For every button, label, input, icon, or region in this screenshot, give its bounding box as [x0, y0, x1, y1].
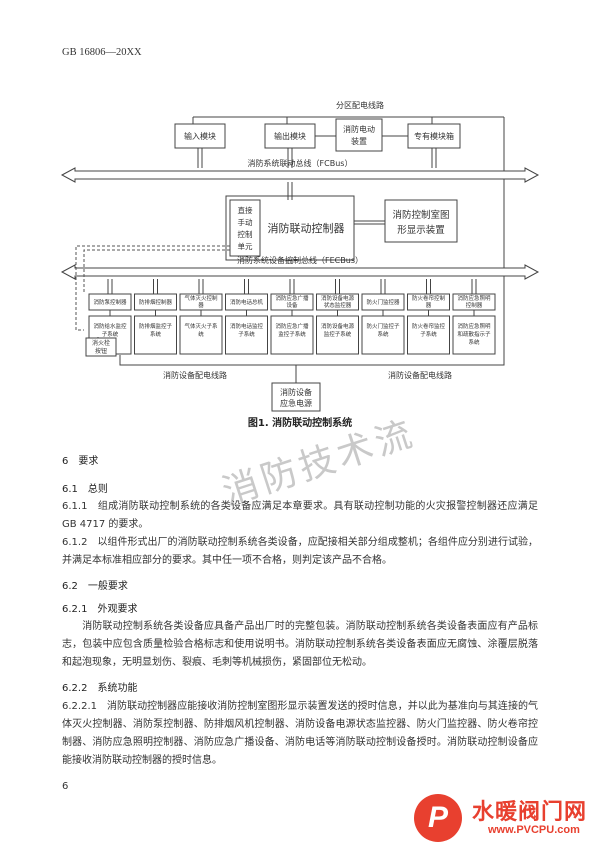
device-bottom-label: 防排烟监控子	[139, 322, 173, 330]
svg-text:控制: 控制	[238, 229, 253, 239]
device-bottom-label: 子系统	[102, 330, 119, 338]
section-heading-6: 6 要求	[62, 456, 99, 467]
section-heading-6-1: 6.1 总则	[62, 484, 108, 495]
device-bottom-label: 系统	[377, 330, 389, 338]
device-bottom-label: 系统	[150, 330, 162, 338]
svg-text:装置: 装置	[351, 136, 367, 146]
power-line-label-left: 消防设备配电线路	[163, 370, 227, 380]
device-top-label: 消防设备电源	[321, 294, 355, 302]
svg-text:直接: 直接	[238, 205, 253, 215]
section-heading-6-2-1: 6.2.1 外观要求	[62, 604, 138, 615]
device-bottom-label: 防火门监控子	[366, 322, 400, 330]
device-top-label: 防火卷帘控制	[412, 294, 446, 302]
svg-text:消防电动: 消防电动	[343, 124, 375, 134]
svg-text:手动: 手动	[238, 217, 253, 227]
svg-text:消防设备: 消防设备	[280, 387, 312, 397]
device-bottom-label: 统	[198, 330, 204, 338]
logo-url: www.PVCPU.com	[488, 824, 580, 836]
module-input: 输入模块	[174, 123, 226, 149]
device-top-label: 设备	[286, 301, 298, 309]
svg-text:输出模块: 输出模块	[274, 131, 306, 141]
svg-text:消防控制室图: 消防控制室图	[392, 209, 449, 221]
device-top-label: 消防泵控制器	[93, 298, 127, 306]
section-heading-6-2-2: 6.2.2 系统功能	[62, 683, 138, 694]
figure-caption: 图1. 消防联动控制系统	[247, 418, 353, 429]
device-columns: 消防泵控制器消防给水监控子系统防排烟控制器防排烟监控子系统气体灭火控制器气体灭火…	[88, 279, 496, 355]
svg-text:单元: 单元	[238, 241, 253, 251]
device-bottom-label: 消防给水监控	[93, 322, 127, 330]
svg-text:消火栓: 消火栓	[92, 339, 110, 347]
device-bottom-label: 消防电话监控	[230, 322, 264, 330]
device-bottom-label: 消防应急广播	[275, 322, 309, 330]
logo-mark-icon: P	[414, 794, 462, 842]
device-bottom-label: 子系统	[420, 330, 437, 338]
device-bottom-label: 系统	[468, 338, 480, 346]
device-top-label: 器	[198, 302, 204, 309]
device-top-label: 消防应急广播	[275, 294, 309, 302]
emergency-power-supply: 消防设备 应急电源	[271, 382, 321, 412]
para-6-2-2-1: 6.2.2.1 消防联动控制器应能接收消防控制室图形显示装置发送的授时信息，并以…	[62, 701, 538, 766]
power-line-label-right: 消防设备配电线路	[388, 370, 452, 380]
svg-text:形显示装置: 形显示装置	[397, 224, 445, 236]
fire-linkage-system-diagram: 分区配电线路 输入模块 输出模块 消防电动 装置 专有模块箱 消防系统联动总线（…	[60, 100, 540, 412]
device-bottom-label: 和疏散指示子	[457, 330, 491, 338]
device-top-label: 防火门监控器	[366, 298, 400, 306]
device-top-label: 消防电话总机	[230, 298, 264, 306]
device-top-label: 控制器	[466, 301, 483, 309]
device-bus: 消防系统设备控制总线（FECBus）	[60, 255, 540, 280]
device-bottom-label: 子系统	[238, 330, 255, 338]
device-top-label: 消防应急照明	[457, 294, 491, 302]
hydrant-button: 消火栓 按钮	[85, 337, 117, 357]
svg-text:应急电源: 应急电源	[280, 398, 312, 408]
device-bottom-label: 气体灭火子系	[184, 322, 218, 330]
device-top-label: 器	[426, 302, 432, 309]
device-top-label: 气体灭火控制	[184, 294, 218, 302]
top-bus-label: 分区配电线路	[336, 100, 384, 110]
svg-text:消防系统设备控制总线（FECBus）: 消防系统设备控制总线（FECBus）	[237, 255, 363, 265]
section-heading-6-2: 6.2 一般要求	[62, 581, 128, 592]
para-6-1-1: 6.1.1 组成消防联动控制系统的各类设备应满足本章要求。具有联动控制功能的火灾…	[62, 501, 538, 530]
device-bottom-label: 监控子系统	[324, 330, 352, 338]
svg-text:输入模块: 输入模块	[184, 131, 216, 141]
standard-number: GB 16806—20XX	[62, 47, 142, 58]
manual-control-unit: 直接 手动 控制 单元	[229, 199, 261, 257]
para-6-1-2: 6.1.2 以组件形式出厂的消防联动控制系统各类设备，应配接相关部分组成整机；各…	[62, 537, 538, 566]
device-top-label: 状态监控器	[324, 301, 352, 309]
linkage-bus: 消防系统联动总线（FCBus）	[60, 158, 540, 183]
module-box: 专有模块箱	[407, 123, 461, 149]
svg-text:按钮: 按钮	[95, 347, 107, 355]
svg-text:专有模块箱: 专有模块箱	[414, 131, 454, 141]
page-number: 6	[62, 781, 69, 792]
para-6-2-1: 消防联动控制系统各类设备应具备产品出厂时的完整包装。消防联动控制系统各类设备表面…	[62, 621, 538, 668]
svg-text:消防联动控制器: 消防联动控制器	[268, 221, 345, 235]
svg-text:消防系统联动总线（FCBus）: 消防系统联动总线（FCBus）	[248, 158, 353, 168]
linkage-controller: 消防联动控制器	[225, 195, 355, 261]
device-top-label: 防排烟控制器	[139, 298, 173, 306]
device-bottom-label: 防火卷帘监控	[412, 322, 446, 330]
logo-name: 水暖阀门网	[472, 800, 588, 825]
site-logo: P 水暖阀门网 www.PVCPU.com	[414, 792, 600, 848]
device-bottom-label: 监控子系统	[278, 330, 306, 338]
graphic-display-device: 消防控制室图 形显示装置	[384, 199, 458, 243]
device-bottom-label: 消防应急照明	[457, 322, 491, 330]
module-output: 输出模块	[264, 123, 316, 149]
device-bottom-label: 消防设备电源	[321, 322, 355, 330]
module-electric-device: 消防电动 装置	[335, 118, 383, 152]
